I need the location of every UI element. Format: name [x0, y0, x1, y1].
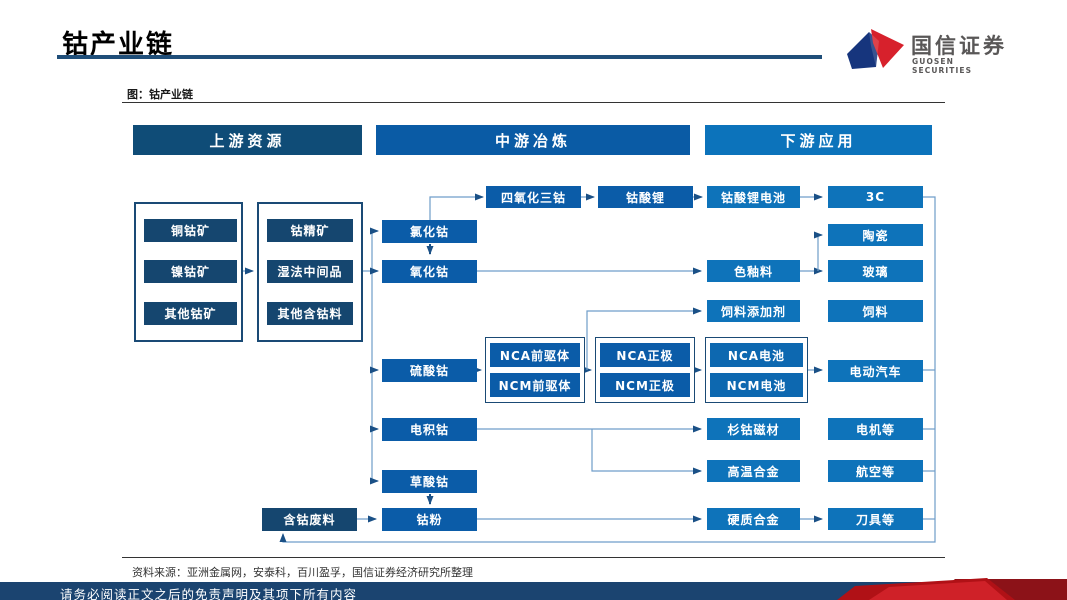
node-other-cobalt-material: 其他含钴料 [267, 302, 353, 325]
node-cobalt-oxalate: 草酸钴 [382, 470, 477, 493]
node-pigment-glaze: 色釉料 [707, 260, 800, 282]
node-cobalt-chloride: 氯化钴 [382, 220, 477, 243]
node-feed: 饲料 [828, 300, 923, 322]
node-cobalt-scrap: 含钴废料 [262, 508, 357, 531]
node-smco-magnet: 杉钴磁材 [707, 418, 800, 440]
node-ncm-precursor: NCM前驱体 [490, 373, 580, 397]
node-hydromet-intermediate: 湿法中间品 [267, 260, 353, 283]
disclaimer-text: 请务必阅读正文之后的免责声明及其项下所有内容 [60, 587, 358, 600]
node-lco-battery: 钴酸锂电池 [707, 186, 800, 208]
column-header-upstream: 上游资源 [133, 125, 362, 155]
figure-bottom-rule [122, 557, 945, 558]
column-header-midstream: 中游冶炼 [376, 125, 690, 155]
node-cobalt-sulfate: 硫酸钴 [382, 359, 477, 382]
node-cobalt-powder: 钴粉 [382, 508, 477, 531]
title-underline [57, 55, 822, 59]
node-nca-precursor: NCA前驱体 [490, 343, 580, 367]
node-ceramics: 陶瓷 [828, 224, 923, 246]
node-glass: 玻璃 [828, 260, 923, 282]
node-cobalt-concentrate: 钴精矿 [267, 219, 353, 242]
node-ev: 电动汽车 [828, 360, 923, 382]
node-hard-alloy: 硬质合金 [707, 508, 800, 530]
node-high-temp-alloy: 高温合金 [707, 460, 800, 482]
column-header-downstream: 下游应用 [705, 125, 932, 155]
node-other-cobalt-ore: 其他钴矿 [144, 302, 237, 325]
node-aviation: 航空等 [828, 460, 923, 482]
source-note: 资料来源：亚洲金属网，安泰科，百川盈孚，国信证券经济研究所整理 [132, 566, 473, 579]
node-ncm-cathode: NCM正极 [600, 373, 690, 397]
node-motors: 电机等 [828, 418, 923, 440]
node-nca-cathode: NCA正极 [600, 343, 690, 367]
guosen-logo-icon [847, 29, 904, 69]
node-tricobalt-tetroxide: 四氧化三钴 [486, 186, 581, 208]
figure-top-rule [122, 102, 945, 103]
node-lithium-cobaltate: 钴酸锂 [598, 186, 693, 208]
footer-red-decoration-icon [837, 578, 1067, 600]
node-nickel-cobalt-ore: 镍钴矿 [144, 260, 237, 283]
node-copper-cobalt-ore: 铜钴矿 [144, 219, 237, 242]
node-cobalt-oxide: 氧化钴 [382, 260, 477, 283]
logo-subtitle: GUOSEN SECURITIES [912, 57, 973, 75]
node-feed-additive: 饲料添加剂 [707, 300, 800, 322]
node-3c: 3C [828, 186, 923, 208]
company-logo: 国信证券 GUOSEN SECURITIES [845, 24, 1015, 75]
figure-label: 图：钴产业链 [127, 88, 193, 101]
footer-bar [0, 582, 1067, 600]
logo-name: 国信证券 [911, 34, 1007, 58]
node-nca-battery: NCA电池 [710, 343, 803, 367]
node-tools: 刀具等 [828, 508, 923, 530]
node-ncm-battery: NCM电池 [710, 373, 803, 397]
node-electrowon-cobalt: 电积钴 [382, 418, 477, 441]
